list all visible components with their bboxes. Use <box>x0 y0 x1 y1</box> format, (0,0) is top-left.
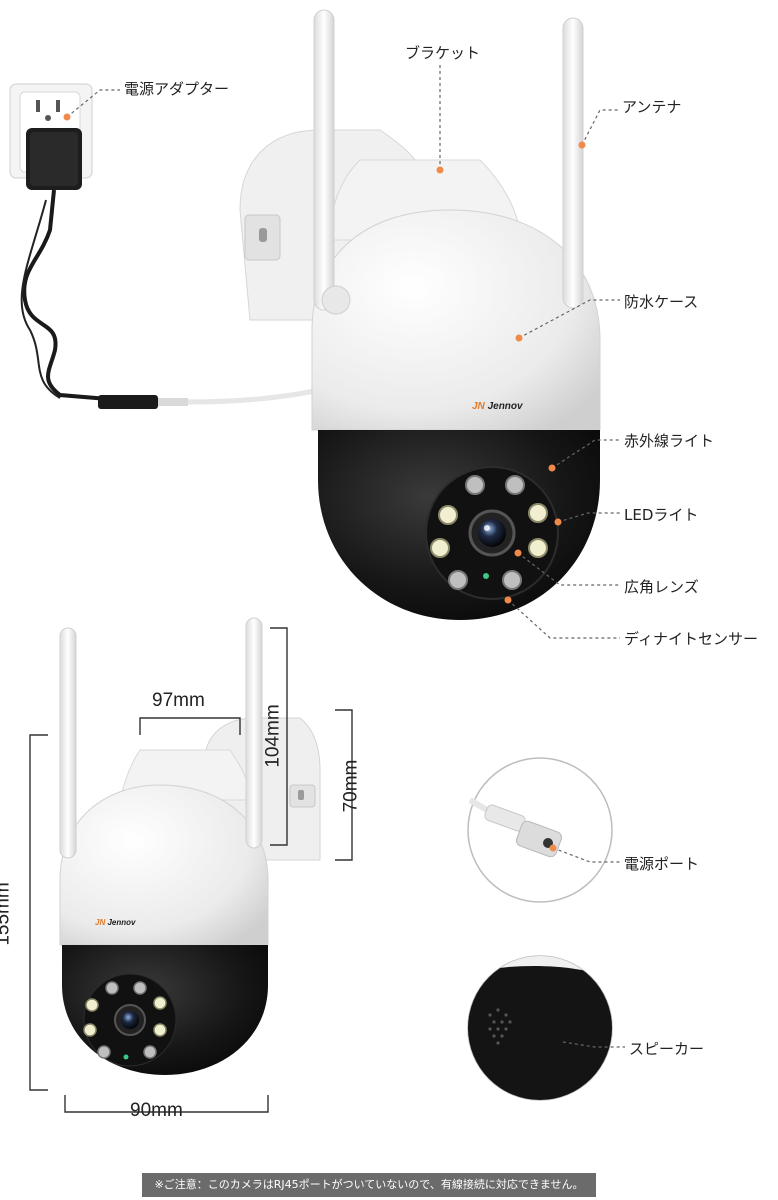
dim-height: 155mm <box>0 882 14 946</box>
callout-dots <box>63 113 586 852</box>
power-adapter-illustration <box>9 83 321 409</box>
label-led-light: LEDライト <box>624 506 699 524</box>
brand-logo-main: JN Jennov <box>472 401 523 412</box>
brand-mark: JN <box>472 401 485 412</box>
brand-logo-small: JN Jennov <box>95 918 135 927</box>
label-infrared-light: 赤外線ライト <box>624 432 715 450</box>
label-waterproof-case: 防水ケース <box>624 293 699 311</box>
footer-note: ※ご注意：このカメラはRJ45ポートがついていないので、有線接続に対応できません… <box>142 1173 596 1197</box>
power-port-detail <box>467 757 613 903</box>
brand-mark: JN <box>95 918 106 927</box>
label-bracket: ブラケット <box>405 44 481 62</box>
speaker-detail <box>467 955 613 1101</box>
label-antenna: アンテナ <box>622 98 682 116</box>
label-power-adapter: 電源アダプター <box>124 80 230 98</box>
dim-width-top: 97mm <box>152 690 205 711</box>
callout-leaders <box>66 62 625 1048</box>
label-power-port: 電源ポート <box>624 855 700 873</box>
label-day-night-sensor: ディナイトセンサー <box>624 630 758 648</box>
brand-name: Jennov <box>487 401 523 412</box>
camera-dimension-view <box>59 617 321 1075</box>
dim-width-bottom: 90mm <box>130 1100 183 1121</box>
label-wide-lens: 広角レンズ <box>624 578 699 596</box>
label-speaker: スピーカー <box>629 1040 705 1058</box>
dim-bracket-height: 70mm <box>340 759 362 813</box>
dim-depth: 104mm <box>262 704 284 768</box>
dimension-lines <box>29 627 353 1113</box>
brand-name: Jennov <box>107 918 136 927</box>
camera-main <box>239 9 601 620</box>
